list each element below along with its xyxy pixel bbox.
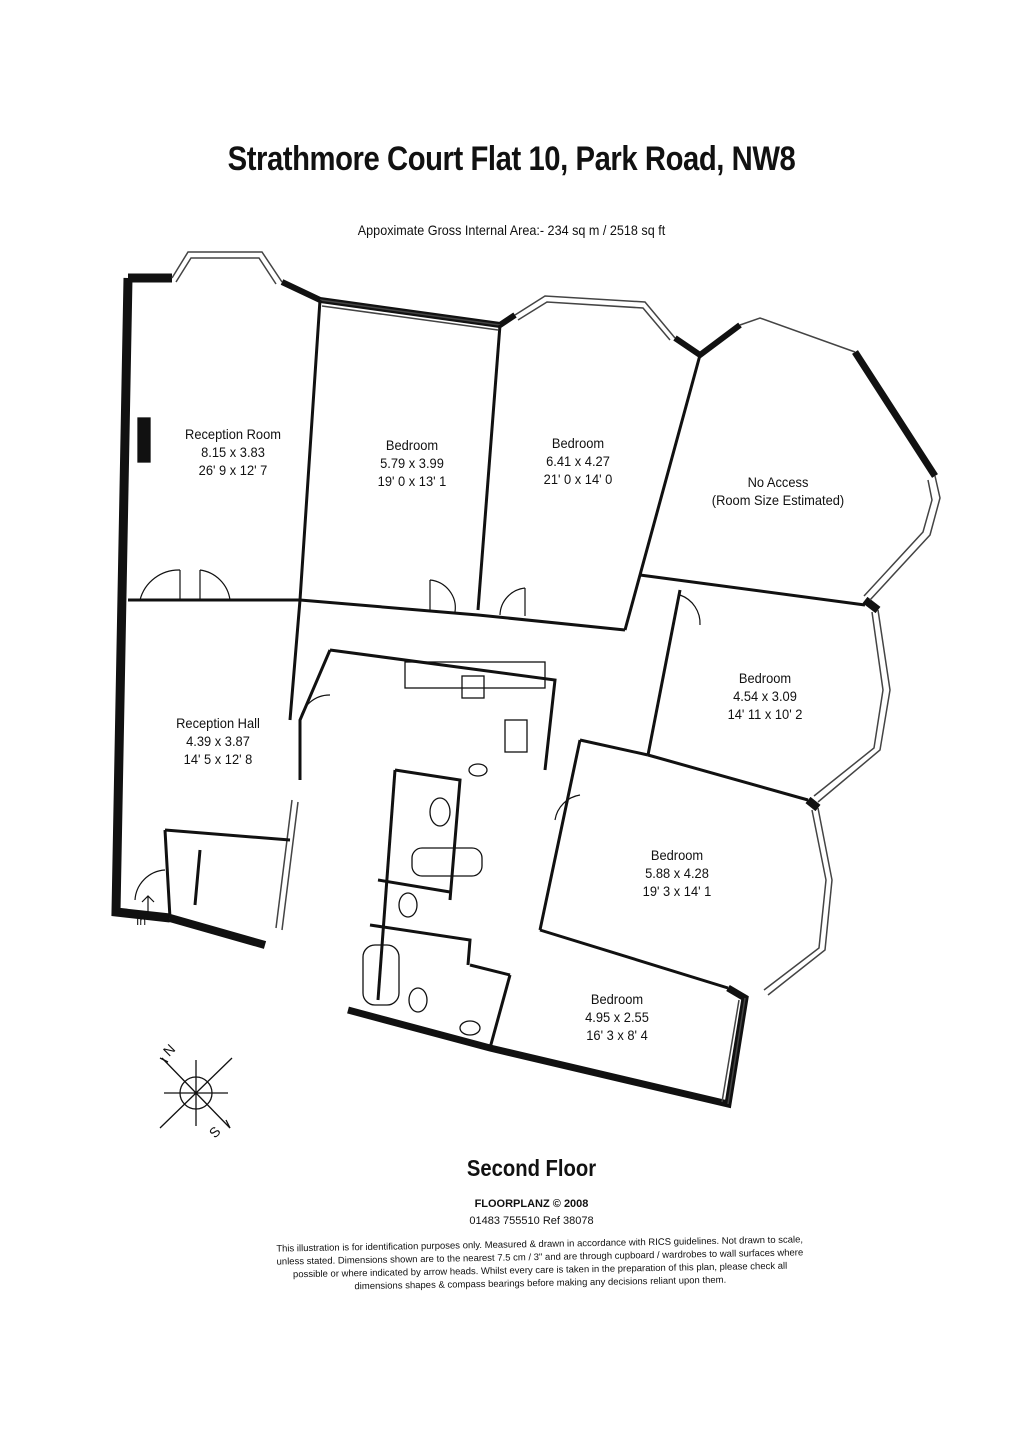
wall-bedroom5-left <box>488 974 512 1049</box>
room-imperial: 19' 3 x 14' 1 <box>642 883 712 899</box>
window-bedroom-5 <box>721 997 746 1105</box>
bay-window-bedroom-4 <box>763 807 833 996</box>
room-name: Bedroom <box>738 670 792 686</box>
outer-wall-left <box>111 273 172 923</box>
room-label-bedroom-3: Bedroom 4.54 x 3.09 14' 11 x 10' 2 <box>696 669 834 723</box>
door-entry <box>134 869 166 901</box>
room-name: Bedroom <box>385 437 439 453</box>
door-bedroom2 <box>499 587 526 616</box>
wall-bedroom3-bottom <box>647 753 809 802</box>
wall-bedroom4-bottom <box>539 928 729 990</box>
gross-area: Appoximate Gross Internal Area:- 234 sq … <box>357 222 666 238</box>
entrance-label: In <box>136 914 147 928</box>
outer-wall-bottom-left <box>168 914 267 949</box>
disclaimer: This illustration is for identification … <box>276 1234 804 1293</box>
sink <box>504 719 528 753</box>
door-bedroom3 <box>679 594 701 626</box>
window-top <box>319 299 501 331</box>
basin-2 <box>459 1020 481 1036</box>
room-metric: 6.41 x 4.27 <box>546 453 610 469</box>
room-name: No Access <box>747 474 809 490</box>
wall-bath-left <box>376 769 397 1001</box>
bay-window-bedroom-2 <box>514 295 676 341</box>
room-imperial: 14' 5 x 12' 8 <box>183 751 253 767</box>
room-imperial: 21' 0 x 14' 0 <box>543 471 613 487</box>
wall-bedroom3-left <box>646 589 682 756</box>
room-imperial: 26' 9 x 12' 7 <box>198 462 268 478</box>
copyright: FLOORPLANZ © 2008 <box>474 1198 589 1210</box>
bath-2 <box>362 944 400 1006</box>
wall-bath-bottom <box>469 963 511 977</box>
window-hall <box>275 799 299 931</box>
bay-window-reception <box>171 251 283 285</box>
door-reception-1 <box>139 569 181 601</box>
room-label-reception-hall: Reception Hall 4.39 x 3.87 14' 5 x 12' 8 <box>149 714 287 768</box>
wall-bath-mid <box>369 768 472 966</box>
wall-noaccess-bottom <box>639 573 866 607</box>
basin-1 <box>468 763 488 777</box>
room-label-bedroom-2: Bedroom 6.41 x 4.27 21' 0 x 14' 0 <box>509 434 647 488</box>
room-label-reception-room: Reception Room 8.15 x 3.83 26' 9 x 12' 7 <box>164 425 302 479</box>
room-name: Reception Hall <box>176 715 260 731</box>
compass-rose <box>159 1057 233 1129</box>
room-name: Bedroom <box>650 847 704 863</box>
room-metric: 5.79 x 3.99 <box>380 455 444 471</box>
wall-bedroom-corridor <box>299 598 626 632</box>
wall-corridor-right <box>538 739 582 931</box>
wall-bedroom2-noaccess <box>623 354 702 631</box>
room-metric: 4.95 x 2.55 <box>585 1009 649 1025</box>
wall-kitchen <box>298 648 557 780</box>
fireplace <box>137 417 151 463</box>
wall-bedroom4-top <box>579 738 649 757</box>
wall-bedroom1-bedroom2 <box>476 324 502 611</box>
room-metric: 4.54 x 3.09 <box>733 688 797 704</box>
outer-wall-top-mid <box>280 279 517 329</box>
wall-hall-bottom <box>164 828 291 842</box>
room-imperial: 19' 0 x 13' 1 <box>377 473 447 489</box>
room-metric: 8.15 x 3.83 <box>201 444 265 460</box>
room-name: Reception Room <box>185 426 281 442</box>
room-metric: 4.39 x 3.87 <box>186 733 250 749</box>
outer-wall-bay-right <box>805 596 881 812</box>
outer-wall-top-right <box>673 322 742 359</box>
hob <box>461 675 485 699</box>
outer-wall-right-upper <box>852 350 938 478</box>
room-label-bedroom-4: Bedroom 5.88 x 4.28 19' 3 x 14' 1 <box>608 846 746 900</box>
wc-2 <box>398 892 418 918</box>
door-bedroom4 <box>554 794 581 821</box>
room-name: Bedroom <box>590 991 644 1007</box>
contact-ref: 01483 755510 Ref 38078 <box>469 1215 594 1227</box>
room-label-bedroom-5: Bedroom 4.95 x 2.55 16' 3 x 8' 4 <box>548 990 686 1044</box>
room-label-bedroom-1: Bedroom 5.79 x 3.99 19' 0 x 13' 1 <box>343 436 481 490</box>
wc-3 <box>408 987 428 1013</box>
bay-window-bedroom-3 <box>813 609 891 803</box>
bath-1 <box>411 847 483 877</box>
room-note: (Room Size Estimated) <box>711 492 845 508</box>
room-label-no-access: No Access (Room Size Estimated) <box>695 473 861 509</box>
door-bedroom1 <box>429 579 456 613</box>
door-hall <box>299 694 331 721</box>
wc-1 <box>429 797 451 827</box>
room-imperial: 16' 3 x 8' 4 <box>586 1027 648 1043</box>
room-imperial: 14' 11 x 10' 2 <box>727 706 803 722</box>
door-reception-2 <box>199 569 231 601</box>
room-metric: 5.88 x 4.28 <box>645 865 709 881</box>
room-name: Bedroom <box>551 435 605 451</box>
floor-label: Second Floor <box>466 1155 597 1181</box>
plan-title: Strathmore Court Flat 10, Park Road, NW8 <box>227 140 796 178</box>
wall-entry <box>163 829 202 919</box>
entrance-arrow <box>141 895 155 912</box>
wall-reception-bedroom1 <box>288 299 322 721</box>
kitchen-counter <box>404 661 546 689</box>
bay-window-no-access <box>739 317 941 601</box>
